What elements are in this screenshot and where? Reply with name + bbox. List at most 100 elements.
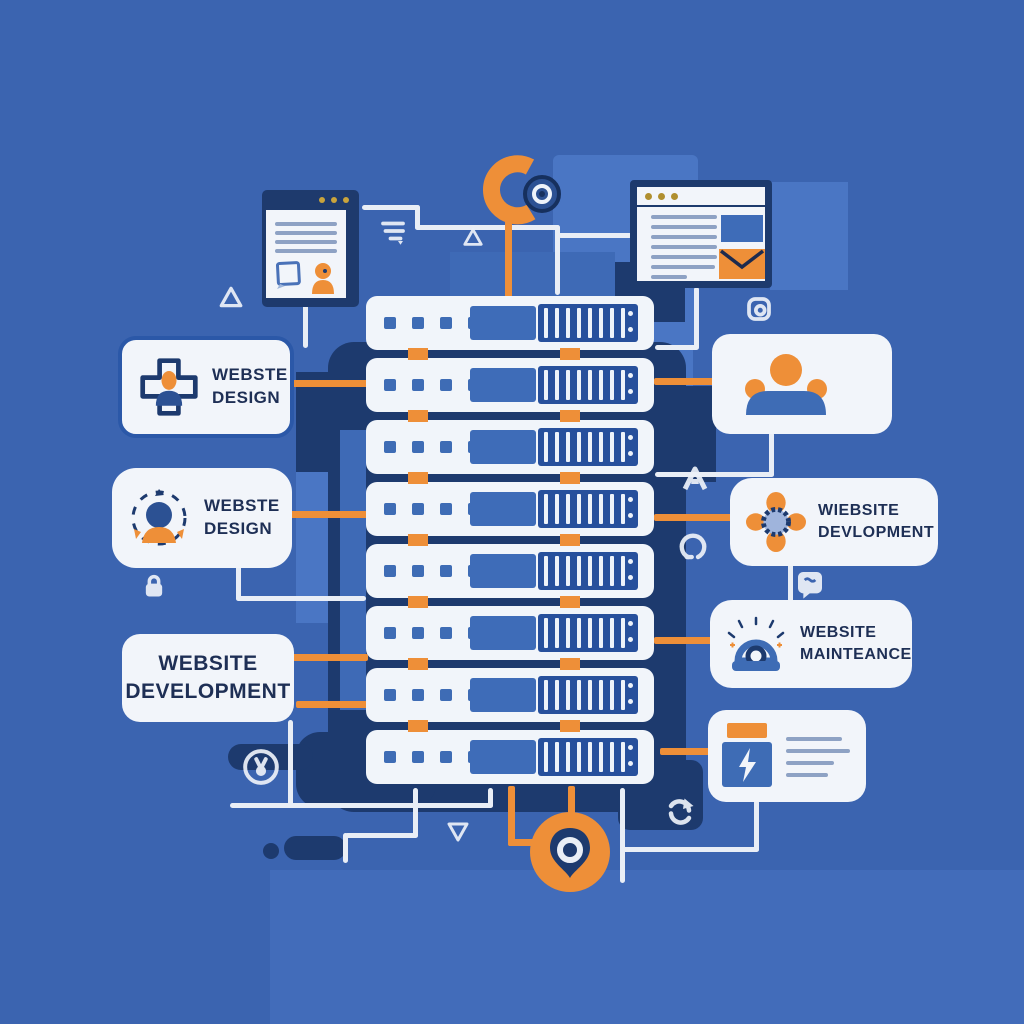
connector-line (769, 432, 774, 477)
rack-connector (560, 472, 580, 484)
card-label-line: WEBSITE (158, 651, 258, 675)
server-vent-slat (621, 680, 625, 710)
server-vent-slat (599, 556, 603, 586)
server-vent-slat (599, 370, 603, 400)
server-vent-slat (610, 432, 614, 462)
connector-line (488, 788, 493, 808)
browser-divider (637, 205, 765, 207)
browser-window-right (630, 180, 772, 288)
background-shape (684, 386, 716, 482)
card-label-line: WEBSTE (212, 365, 288, 385)
server-vent-slat (544, 618, 548, 648)
orange-connector (660, 748, 710, 755)
server-vent-slat (555, 308, 559, 338)
server-vent-slat (577, 556, 581, 586)
circle-person-icon (242, 748, 280, 786)
background-shape (450, 252, 615, 300)
server-led (440, 627, 452, 639)
server-vent-slat (566, 432, 570, 462)
server-panel (470, 306, 536, 340)
a-triangle-icon (680, 464, 710, 494)
server-vent-slat (588, 494, 592, 524)
text-line (275, 222, 337, 226)
image-placeholder (721, 215, 763, 242)
envelope-icon (719, 249, 765, 279)
server-unit (366, 544, 654, 598)
orange-connector (292, 654, 368, 661)
server-vent-slat (588, 742, 592, 772)
server-vent-slat (588, 432, 592, 462)
server-led (384, 503, 396, 515)
text-line (275, 249, 337, 253)
browser-window-left (262, 190, 359, 307)
server-dot (628, 435, 633, 440)
connector-line (303, 303, 308, 348)
text-line (651, 215, 717, 219)
connector-line (788, 556, 793, 604)
card-label-line: WIEBSITE (818, 502, 900, 520)
rack-connector (560, 348, 580, 360)
server-panel (470, 740, 536, 774)
location-pin-icon (528, 810, 612, 894)
text-line (651, 225, 717, 229)
server-vent-slat (621, 556, 625, 586)
server-vent-slat (610, 618, 614, 648)
server-dot (628, 497, 633, 502)
text-line (651, 235, 717, 239)
lock-icon (140, 572, 168, 600)
server-led (412, 379, 424, 391)
server-panel (470, 678, 536, 712)
server-vent-slat (577, 680, 581, 710)
server-vent-slat (555, 742, 559, 772)
person-icon (310, 262, 336, 294)
card-label-line: MAINTEANCE (800, 646, 912, 663)
background-pipe (228, 744, 313, 770)
server-vent-panel (538, 552, 638, 590)
server-vent-slat (610, 370, 614, 400)
triangle-down-icon (446, 820, 470, 844)
connector-line (655, 472, 774, 477)
rack-connector (408, 472, 428, 484)
server-vent-slat (544, 370, 548, 400)
window-dot (343, 197, 349, 203)
person-in-cross-icon (138, 356, 200, 418)
server-dot (628, 513, 633, 518)
text-line (651, 265, 715, 269)
connector-line (343, 833, 348, 863)
server-led (384, 379, 396, 391)
card-website-maintenance: WEBSITE MAINTEANCE (710, 600, 912, 688)
rack-connector (560, 534, 580, 546)
server-vent-slat (566, 618, 570, 648)
server-vent-slat (588, 680, 592, 710)
server-led (412, 565, 424, 577)
server-vent-slat (621, 618, 625, 648)
connector-line (622, 847, 759, 852)
server-panel (470, 430, 536, 464)
orange-connector (292, 380, 368, 387)
connector-line (415, 225, 560, 230)
server-vent-slat (555, 680, 559, 710)
server-vent-panel (538, 614, 638, 652)
text-line (786, 749, 850, 753)
text-line (651, 275, 687, 279)
server-panel (470, 492, 536, 526)
server-led (440, 503, 452, 515)
server-vent-slat (588, 618, 592, 648)
server-vent-slat (599, 494, 603, 524)
text-lines-block (786, 733, 852, 779)
server-vent-slat (599, 680, 603, 710)
camera-square-icon (744, 294, 774, 324)
window-dot (671, 193, 678, 200)
server-vent-slat (610, 308, 614, 338)
text-line (275, 231, 337, 235)
server-vent-slat (599, 432, 603, 462)
text-line (651, 255, 717, 259)
server-vent-slat (588, 308, 592, 338)
server-unit (366, 358, 654, 412)
server-vent-slat (599, 742, 603, 772)
server-vent-slat (621, 370, 625, 400)
server-led (384, 441, 396, 453)
card-website-development-left: WEBSITE DEVELOPMENT (122, 634, 294, 722)
text-line (786, 761, 834, 765)
sketch-square-icon (274, 260, 304, 290)
